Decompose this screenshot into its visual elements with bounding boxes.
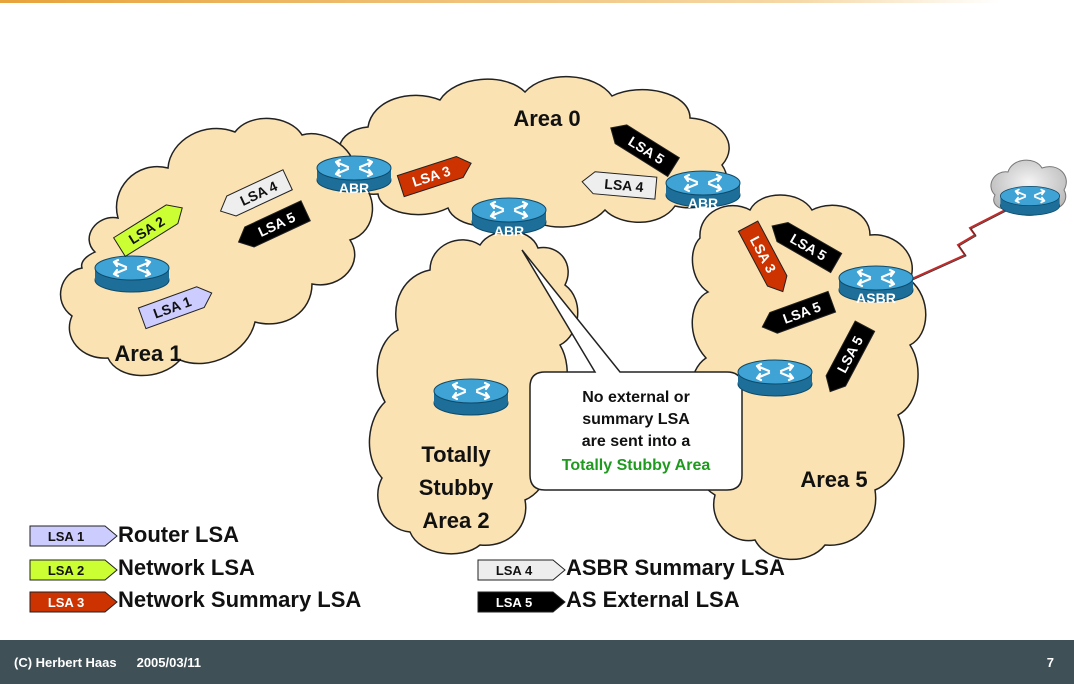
legend-as-external-lsa: AS External LSA: [566, 587, 740, 612]
area-2-label-line1: Totally: [421, 442, 491, 467]
legend-router-lsa: Router LSA: [118, 522, 239, 547]
footer-author: (C) Herbert Haas: [14, 655, 117, 670]
svg-text:LSA 1: LSA 1: [48, 529, 84, 544]
svg-text:LSA 2: LSA 2: [48, 563, 84, 578]
svg-text:LSA 3: LSA 3: [48, 595, 84, 610]
external-router-icon: [999, 185, 1061, 217]
svg-text:LSA 5: LSA 5: [496, 595, 532, 610]
footer-date: 2005/03/11: [136, 655, 201, 670]
callout-highlight: Totally Stubby Area: [562, 457, 711, 474]
top-accent-line: [0, 0, 1000, 3]
area-2-label-line2: Stubby: [419, 475, 494, 500]
asbr-label: ASBR: [856, 290, 896, 306]
callout-line-2: summary LSA: [582, 411, 690, 428]
legend-lsa2-swatch: LSA 2: [29, 559, 118, 581]
svg-text:LSA 4: LSA 4: [496, 563, 533, 578]
footer-bar: (C) Herbert Haas 2005/03/11 7: [0, 640, 1074, 684]
lightning-link-icon: [904, 204, 1016, 283]
legend-network-summary-lsa: Network Summary LSA: [118, 587, 362, 612]
abr-label: ABR: [688, 195, 718, 211]
area-1-cloud: [59, 117, 374, 377]
abr-label: ABR: [339, 180, 369, 196]
legend-network-lsa: Network LSA: [118, 555, 255, 580]
internal-router-area1-icon: [93, 254, 171, 294]
lsa4-tag-area0: LSA 4: [581, 171, 658, 200]
callout-bubble: [521, 249, 743, 491]
page-number: 7: [1046, 655, 1054, 670]
svg-text:LSA 4: LSA 4: [604, 176, 645, 195]
internal-router-area5-icon: [736, 358, 814, 398]
abr-label: ABR: [494, 223, 524, 239]
area-1-label: Area 1: [114, 341, 181, 366]
legend-lsa5-swatch: LSA 5: [477, 591, 566, 613]
callout-line-3: are sent into a: [582, 433, 691, 450]
callout-line-1: No external or: [582, 389, 690, 406]
legend-lsa4-swatch: LSA 4: [477, 559, 566, 581]
legend-asbr-summary-lsa: ASBR Summary LSA: [566, 555, 785, 580]
area-0-label: Area 0: [513, 106, 580, 131]
legend-lsa3-swatch: LSA 3: [29, 591, 118, 613]
internal-router-area2-icon: [432, 377, 510, 417]
legend-lsa1-swatch: LSA 1: [29, 525, 118, 547]
area-2-label-line3: Area 2: [422, 508, 489, 533]
footer-credit: (C) Herbert Haas 2005/03/11: [14, 655, 221, 670]
area-5-label: Area 5: [800, 467, 867, 492]
lsa4-tag-area1: LSA 4: [219, 169, 293, 217]
